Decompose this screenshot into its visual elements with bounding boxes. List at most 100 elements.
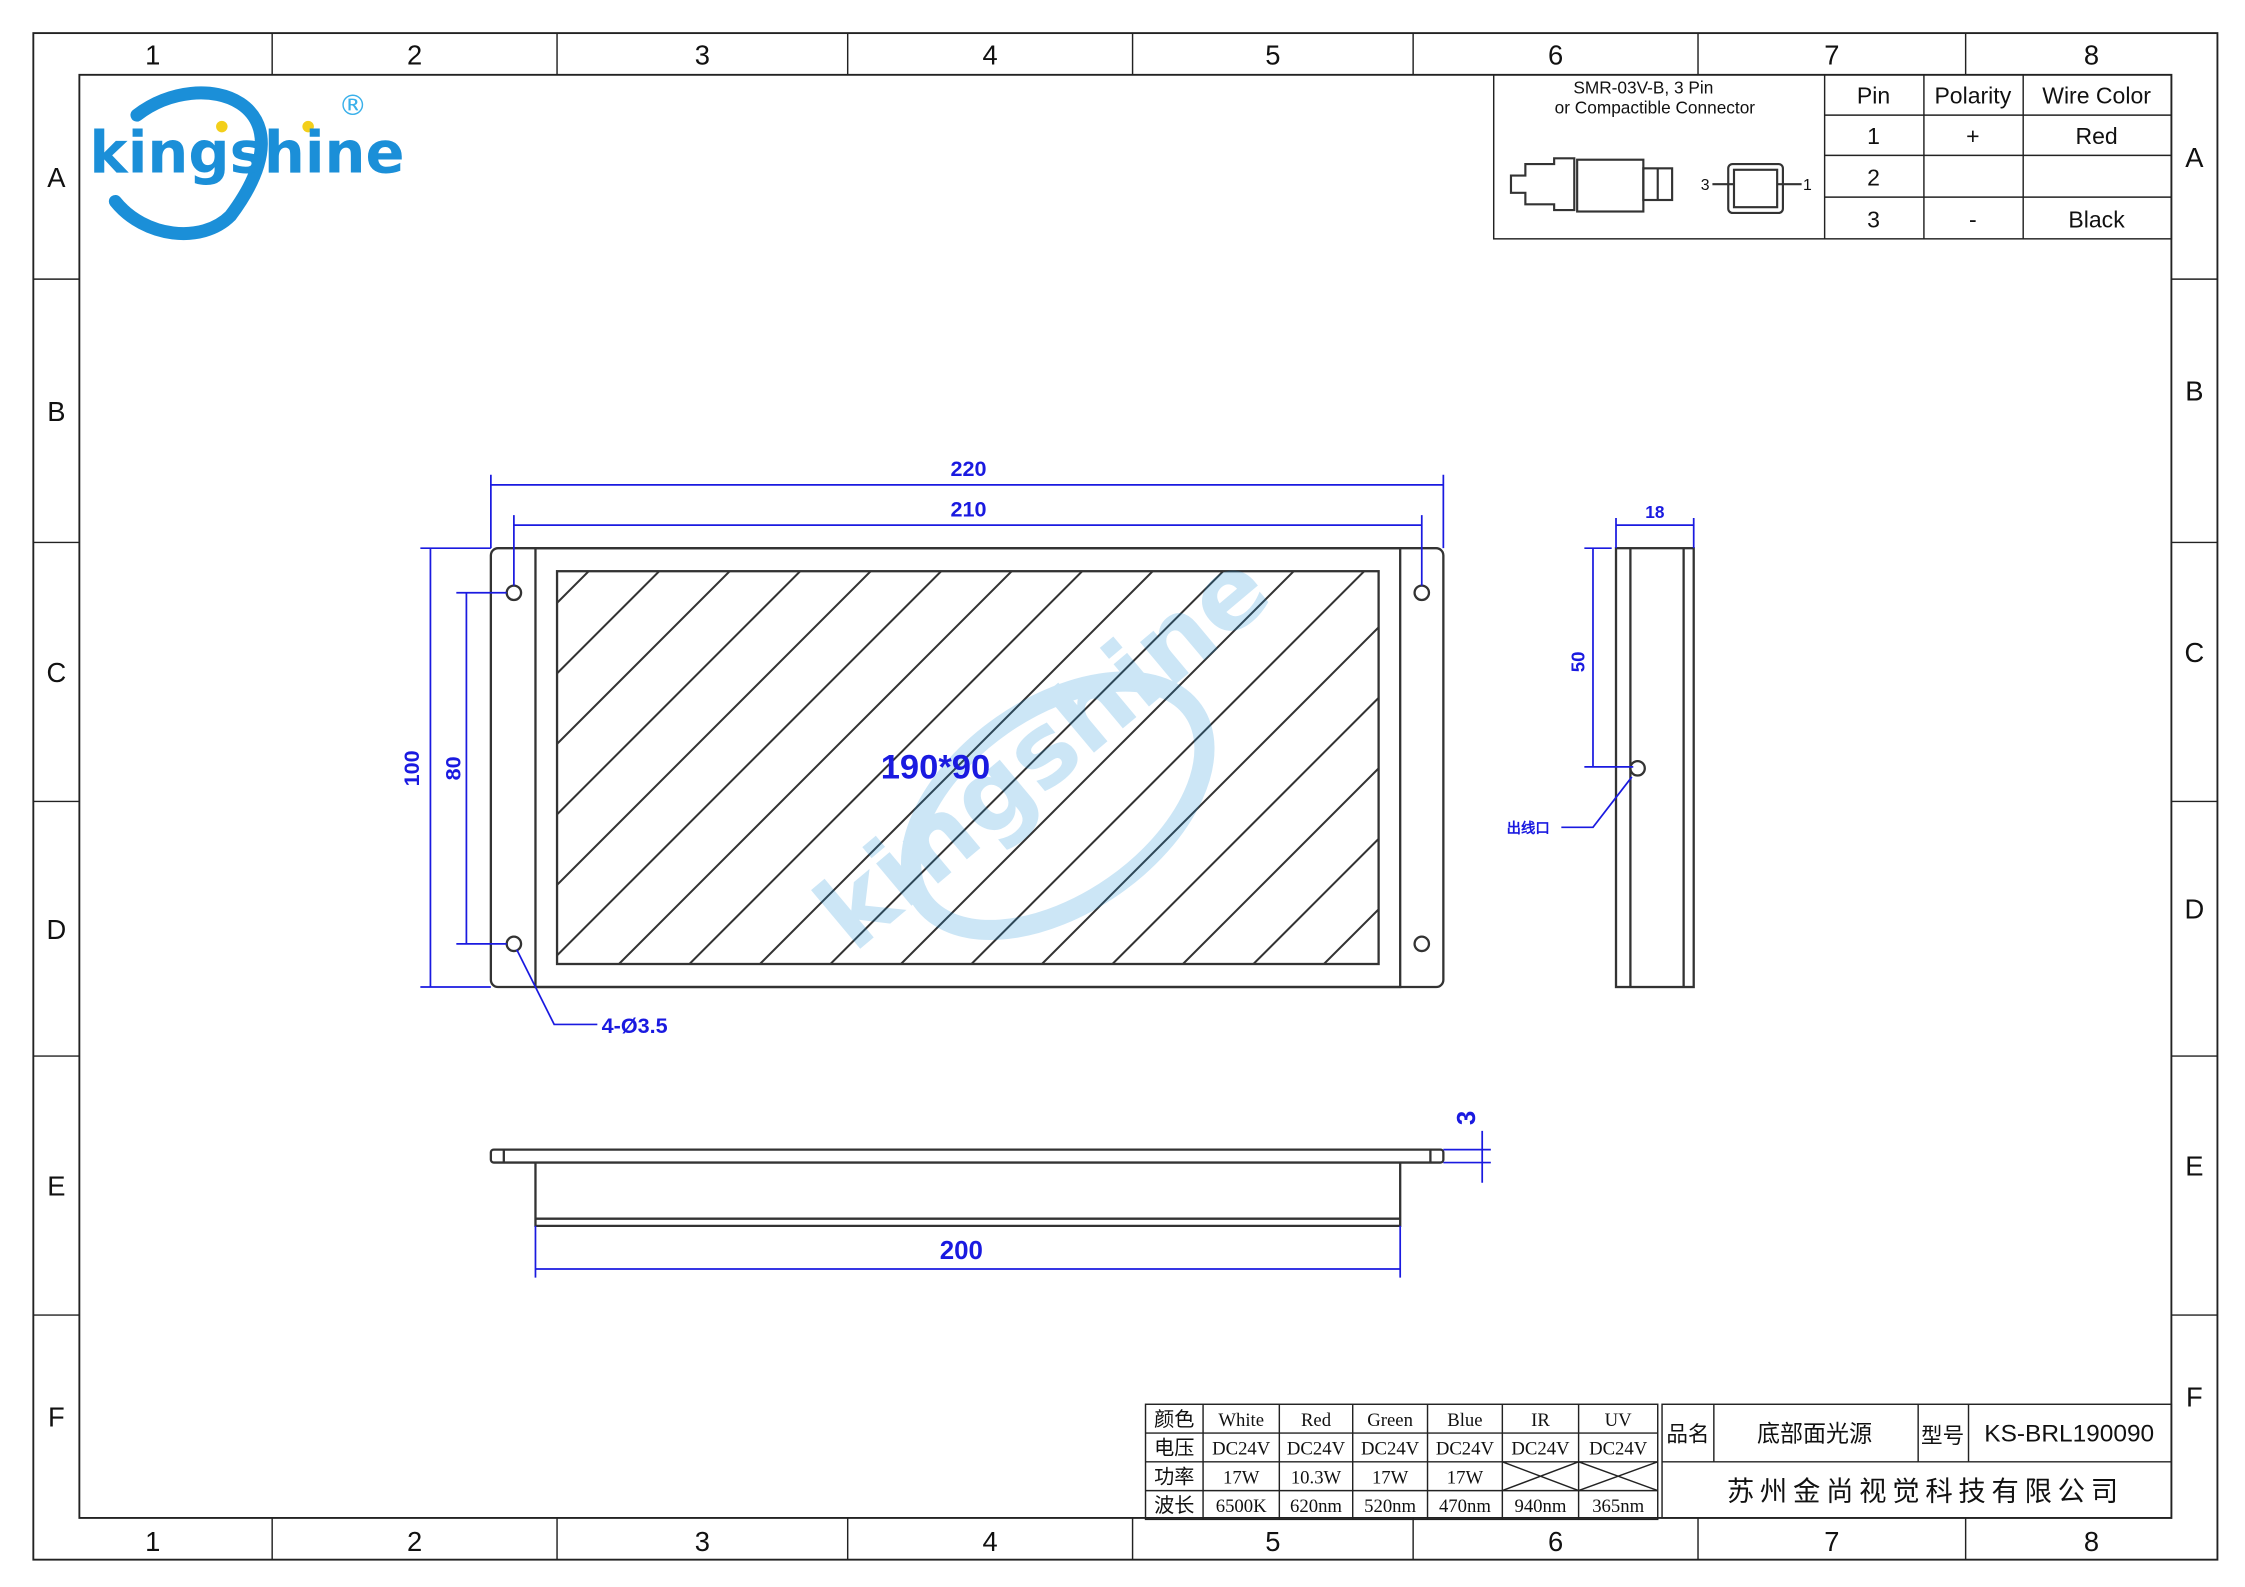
spec-cell: 6500K <box>1216 1496 1267 1517</box>
spec-cell: 17W <box>1447 1467 1484 1488</box>
connector-cell: 3 <box>1867 206 1880 232</box>
connector-cell: - <box>1969 206 1977 232</box>
model-label: 型号 <box>1921 1424 1964 1449</box>
grid-column-label: 5 <box>1265 1526 1280 1557</box>
connector-title-line2: or Compactible Connector <box>1555 98 1756 118</box>
spec-cell: IR <box>1531 1410 1550 1431</box>
hatch-line <box>557 571 732 746</box>
grid-row-label: A <box>2185 142 2204 173</box>
name-value: 底部面光源 <box>1757 1422 1872 1448</box>
connector-cell: Red <box>2075 123 2117 149</box>
hatch-line <box>1041 625 1379 964</box>
name-label: 品名 <box>1666 1423 1709 1448</box>
spec-cell: 470nm <box>1439 1496 1491 1517</box>
spec-cell: 365nm <box>1592 1496 1644 1517</box>
connector-cell: 1 <box>1867 123 1880 149</box>
spec-cell: 620nm <box>1290 1496 1342 1517</box>
hatch-line <box>688 571 1084 964</box>
grid-row-label: D <box>46 914 66 945</box>
company-name: 苏州金尚视觉科技有限公司 <box>1727 1477 2124 1508</box>
grid-row-label: C <box>46 657 66 688</box>
spec-cell: Red <box>1301 1410 1332 1431</box>
grid-row-label: E <box>47 1171 65 1202</box>
connector-table: SMR-03V-B, 3 Pin or Compactible Connecto… <box>1492 74 2173 240</box>
connector-cell: Black <box>2068 206 2125 232</box>
spec-cell: Green <box>1367 1410 1413 1431</box>
hatch-line <box>759 571 1155 964</box>
title-block: 品名 底部面光源 型号 KS-BRL190090 苏州金尚视觉科技有限公司 <box>1661 1403 2173 1519</box>
not-applicable-cross <box>1578 1461 1658 1492</box>
spec-cell: UV <box>1605 1410 1632 1431</box>
mounting-hole <box>1413 935 1431 953</box>
grid-row-label: E <box>2185 1151 2203 1182</box>
spec-row-label: 电压 <box>1154 1436 1194 1460</box>
connector-header: Wire Color <box>2042 83 2151 109</box>
grid-column-label: 3 <box>695 1526 710 1557</box>
mounting-hole <box>505 584 523 602</box>
connector-cell: 2 <box>1867 165 1880 191</box>
inner-border <box>78 73 2173 1519</box>
outer-border <box>32 32 2219 1561</box>
grid-column-label: 6 <box>1548 40 1563 71</box>
grid-row-label: F <box>2186 1381 2203 1412</box>
hatch-line <box>1394 561 1797 964</box>
hatch-line <box>970 571 1366 964</box>
grid-row-label: B <box>47 396 65 427</box>
grid-column-label: 2 <box>407 40 422 71</box>
connector-side-icon <box>1509 157 1674 213</box>
spec-cell: 520nm <box>1364 1496 1416 1517</box>
mounting-hole <box>505 935 523 953</box>
grid-row-label: B <box>2185 376 2203 407</box>
spec-cell: DC24V <box>1436 1439 1495 1460</box>
spec-cell: 17W <box>1223 1467 1260 1488</box>
bottom-view: 200 3 <box>489 1111 1491 1278</box>
spec-row-label: 功率 <box>1154 1464 1194 1488</box>
connector-header: Polarity <box>1934 83 2011 109</box>
hatch-line <box>1252 837 1379 964</box>
hatch-line <box>1111 696 1379 964</box>
grid-column-label: 8 <box>2084 1526 2099 1557</box>
logo-registered: ® <box>338 88 367 122</box>
hatch-line <box>557 571 873 887</box>
connector-header: Pin <box>1857 83 1890 109</box>
grid-column-label: 1 <box>145 40 160 71</box>
hatch-line <box>557 571 661 675</box>
spec-row-label: 颜色 <box>1154 1407 1194 1431</box>
logo-text: kingshine <box>89 120 404 187</box>
grid-row-label: D <box>2185 894 2205 925</box>
cable-outlet <box>1629 759 1646 777</box>
grid-row-label: C <box>2185 637 2205 668</box>
spec-cell: 940nm <box>1515 1496 1567 1517</box>
hatch-line <box>125 561 528 964</box>
connector-pin-label-left: 3 <box>1701 177 1710 194</box>
connector-front-icon <box>1712 162 1802 215</box>
hatch-line <box>557 571 802 816</box>
grid-column-label: 4 <box>983 1526 998 1557</box>
hatch-pattern <box>125 561 1797 964</box>
outlet-label: 出线口 <box>1507 819 1550 837</box>
grid-column-label: 4 <box>983 40 998 71</box>
hatch-line <box>900 571 1296 964</box>
hatch-line <box>557 571 943 957</box>
spec-cell: Blue <box>1447 1410 1482 1431</box>
hatch-line <box>1182 766 1379 964</box>
dim-hole-spacing-width: 210 <box>951 497 987 522</box>
model-value: KS-BRL190090 <box>1984 1421 2154 1448</box>
spec-cell: White <box>1218 1410 1264 1431</box>
dim-thickness: 18 <box>1645 502 1665 522</box>
grid-column-label: 6 <box>1548 1526 1563 1557</box>
kingshine-logo: kingshine ® <box>89 86 405 240</box>
grid-column-label: 8 <box>2084 40 2099 71</box>
grid-column-label: 2 <box>407 1526 422 1557</box>
connector-title-line1: SMR-03V-B, 3 Pin <box>1573 78 1713 98</box>
mounting-hole <box>1413 584 1431 602</box>
spec-cell: DC24V <box>1511 1439 1570 1460</box>
hatch-line <box>1323 907 1379 964</box>
spec-cell: 10.3W <box>1291 1467 1342 1488</box>
grid-row-label: F <box>48 1402 65 1433</box>
hatch-line <box>829 571 1225 964</box>
front-view: kingshine 190*90 220 210 100 80 4-Ø3.5 <box>125 456 1797 1038</box>
